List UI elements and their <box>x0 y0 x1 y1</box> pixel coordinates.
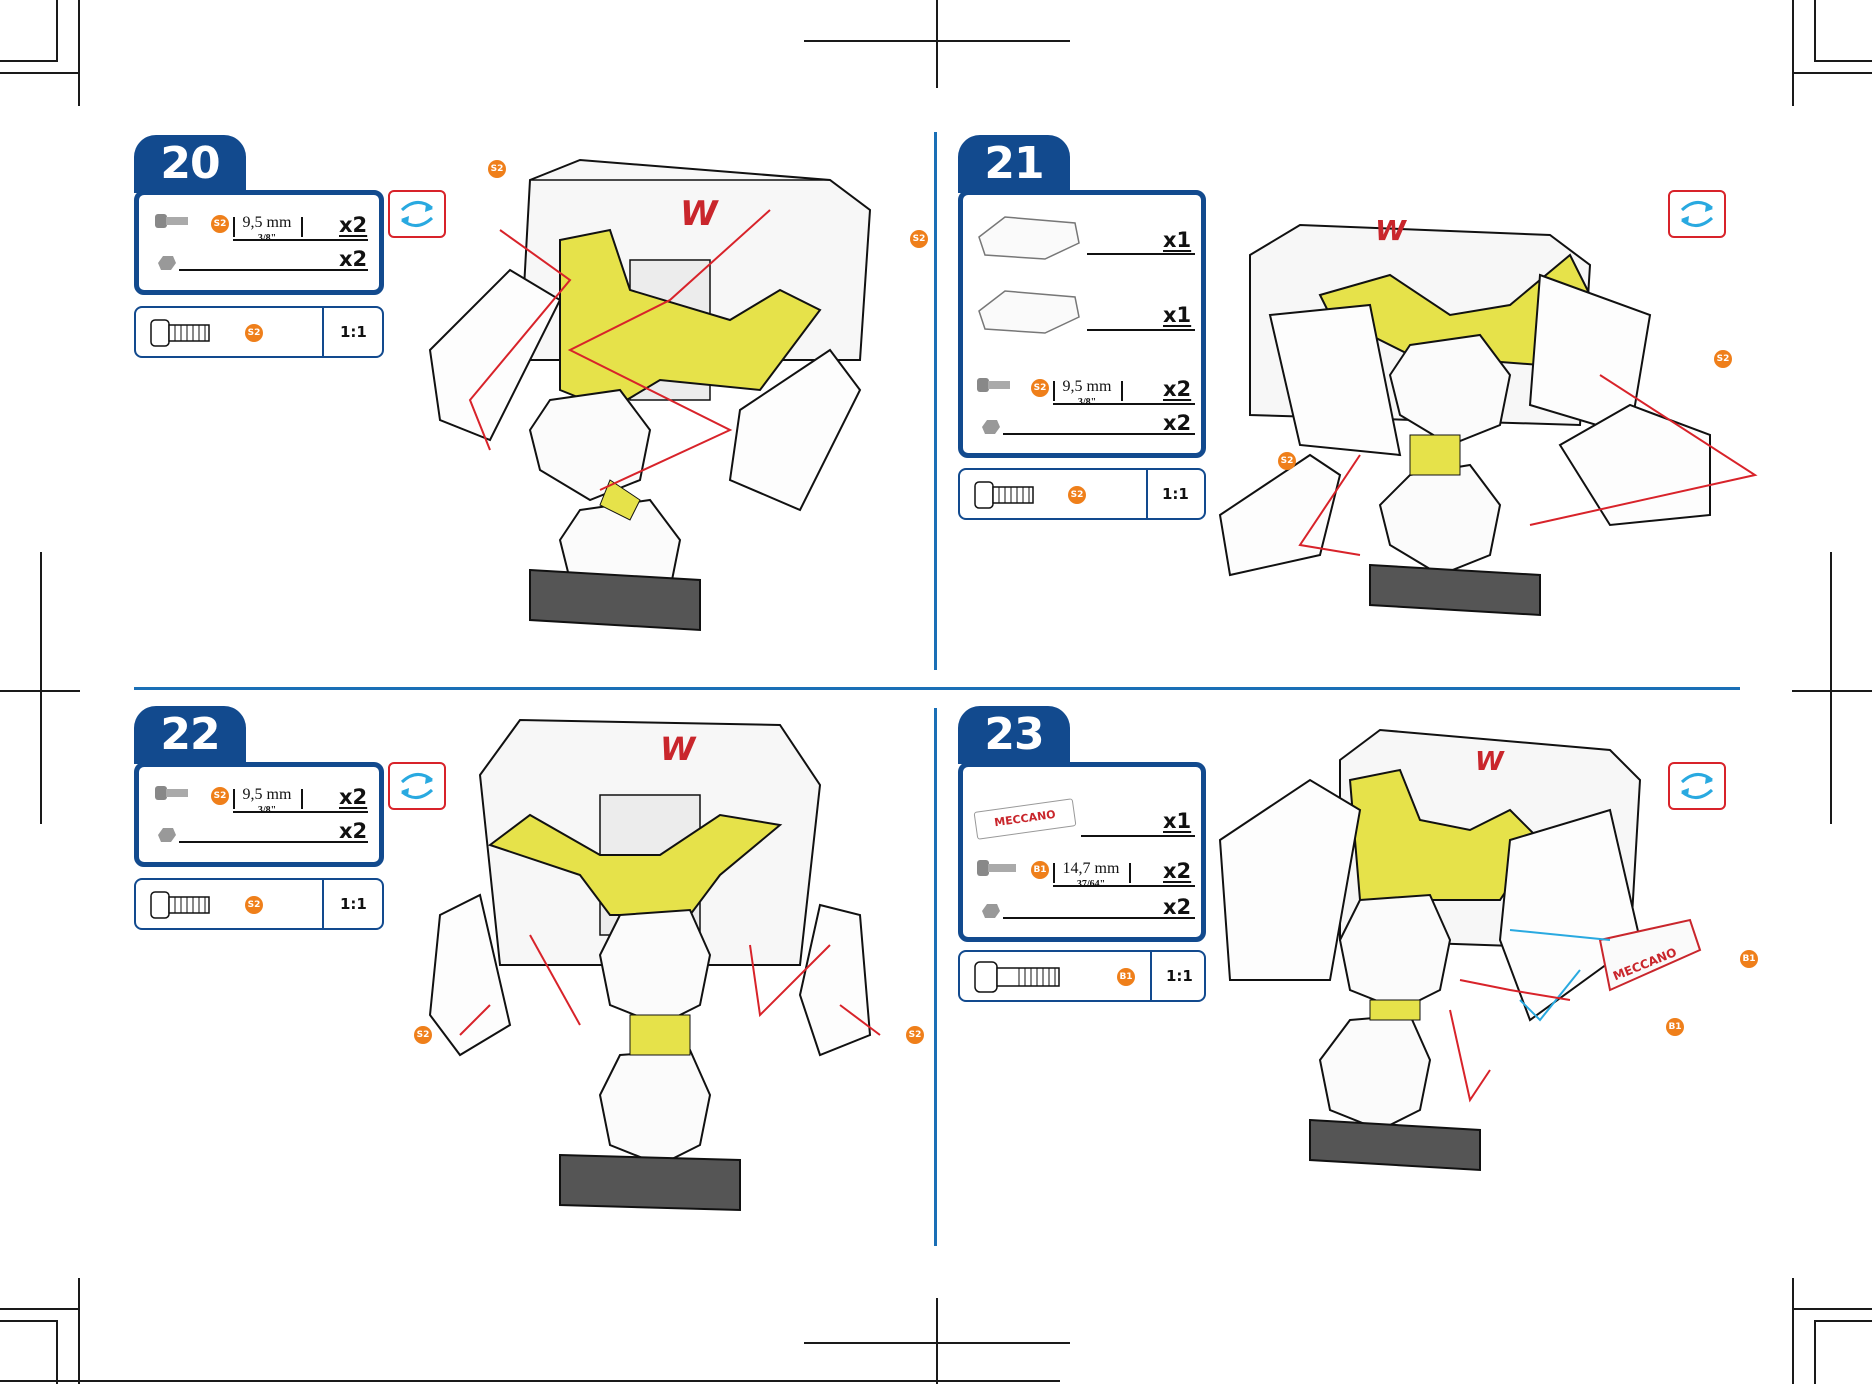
screw-scale-icon <box>974 960 1074 994</box>
part-badge: B1 <box>1031 861 1049 879</box>
part-badge: S2 <box>1031 379 1049 397</box>
nut-icon <box>155 255 177 271</box>
callout-badge: S2 <box>488 160 506 178</box>
vertical-divider <box>934 708 937 1246</box>
callout-badge: S2 <box>1278 452 1296 470</box>
meccano-plate-icon: MECCANO <box>974 798 1077 840</box>
screw-icon <box>155 783 189 803</box>
parts-box: x1 x1 S2 9,5 mm3/8" x2 x2 <box>958 190 1206 458</box>
logo-letter: W <box>680 194 719 234</box>
scale-ratio: 1:1 <box>340 895 367 913</box>
screw-length: 9,5 mm3/8" <box>237 787 297 819</box>
scale-ratio: 1:1 <box>1162 485 1189 503</box>
bracket-part-icon <box>975 287 1085 337</box>
scale-box: S2 1:1 <box>134 878 384 930</box>
screw-length: 9,5 mm3/8" <box>1057 379 1117 411</box>
screw-scale-icon <box>150 890 230 920</box>
assembly-illustration: W <box>420 715 910 1235</box>
assembly-illustration: W MECCANO <box>1210 720 1780 1200</box>
scale-box: S2 1:1 <box>134 306 384 358</box>
screw-length: 9,5 mm3/8" <box>237 215 297 247</box>
callout-badge: S2 <box>910 230 928 248</box>
callout-badge: S2 <box>1714 350 1732 368</box>
part-quantity: x2 <box>339 785 367 809</box>
part-quantity: x2 <box>1163 859 1191 883</box>
assembly-illustration: W <box>400 150 930 670</box>
scale-box: S2 1:1 <box>958 468 1206 520</box>
scale-box: B1 1:1 <box>958 950 1206 1002</box>
bracket-part-icon <box>975 213 1085 263</box>
screw-icon <box>977 857 1017 879</box>
screw-scale-icon <box>150 318 230 348</box>
callout-badge: B1 <box>1666 1018 1684 1036</box>
scale-ratio: 1:1 <box>340 323 367 341</box>
nut-icon <box>979 903 1001 919</box>
scale-badge: S2 <box>245 896 263 914</box>
parts-box: S2 9,5 mm3/8" x2 x2 <box>134 190 384 295</box>
screw-length: 14,7 mm37/64" <box>1057 861 1125 893</box>
part-quantity: x2 <box>1163 895 1191 919</box>
step-number: 21 <box>958 135 1070 193</box>
parts-box: S2 9,5 mm3/8" x2 x2 <box>134 762 384 867</box>
logo-letter: W <box>1375 214 1407 247</box>
parts-box: MECCANO x1 B1 14,7 mm37/64" x2 x2 <box>958 762 1206 942</box>
step-number: 20 <box>134 135 246 193</box>
callout-badge: S2 <box>414 1026 432 1044</box>
vertical-divider <box>934 132 937 670</box>
scale-ratio: 1:1 <box>1166 967 1193 985</box>
part-badge: S2 <box>211 215 229 233</box>
nut-icon <box>155 827 177 843</box>
part-quantity: x1 <box>1163 809 1191 833</box>
assembly-illustration: W <box>1210 195 1770 655</box>
part-quantity: x2 <box>339 819 367 843</box>
part-quantity: x1 <box>1163 303 1191 327</box>
scale-badge: B1 <box>1117 968 1135 986</box>
part-quantity: x2 <box>339 247 367 271</box>
part-quantity: x2 <box>1163 377 1191 401</box>
part-quantity: x2 <box>339 213 367 237</box>
logo-letter: W <box>1475 747 1505 777</box>
screw-icon <box>155 211 189 231</box>
scale-badge: S2 <box>1068 486 1086 504</box>
step-number: 22 <box>134 706 246 764</box>
logo-letter: W <box>660 730 697 768</box>
part-quantity: x2 <box>1163 411 1191 435</box>
scale-badge: S2 <box>245 324 263 342</box>
callout-badge: S2 <box>906 1026 924 1044</box>
nut-icon <box>979 419 1001 435</box>
callout-badge: B1 <box>1740 950 1758 968</box>
screw-icon <box>977 375 1011 395</box>
part-badge: S2 <box>211 787 229 805</box>
step-number: 23 <box>958 706 1070 764</box>
horizontal-divider <box>134 687 1740 690</box>
screw-scale-icon <box>974 480 1054 510</box>
part-quantity: x1 <box>1163 228 1191 252</box>
